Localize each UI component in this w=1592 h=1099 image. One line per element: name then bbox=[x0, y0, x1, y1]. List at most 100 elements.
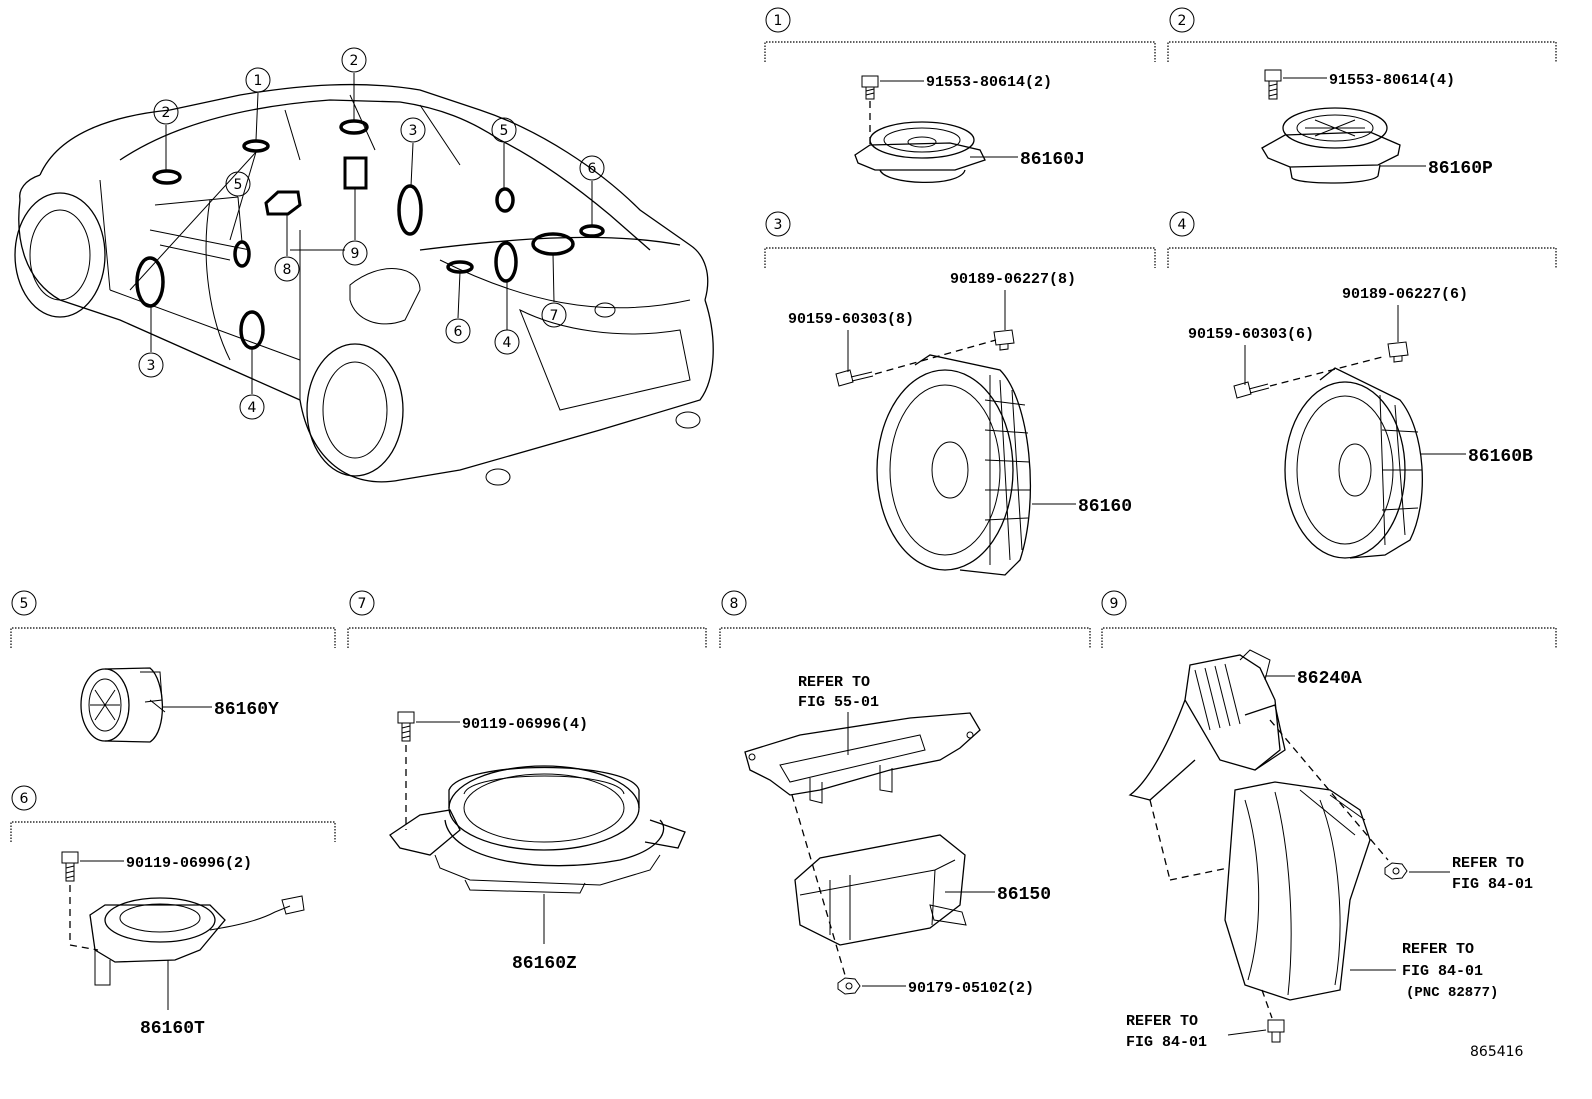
tweeter-speaker-drawing bbox=[854, 121, 986, 184]
nut-icon bbox=[1384, 862, 1408, 880]
part-label-86160T: 86160T bbox=[140, 1019, 205, 1039]
part-label-90159-60303-8: 90159-60303(8) bbox=[788, 311, 914, 328]
part-label-90119-06996-4: 90119-06996(4) bbox=[462, 716, 588, 733]
part-label-86160: 86160 bbox=[1078, 497, 1132, 517]
part-label-86160B: 86160B bbox=[1468, 447, 1533, 467]
section-9-number: 9 bbox=[1110, 596, 1119, 612]
svg-text:6: 6 bbox=[588, 161, 597, 177]
callout-5-front: 5 bbox=[225, 171, 251, 197]
section-6: 6 90119-06996(2) 86160T bbox=[10, 785, 336, 1039]
section-8: 8 REFER TO FIG 55-01 86150 90179-05102(2… bbox=[719, 590, 1091, 997]
refer-fig-84-01-a-line1: REFER TO bbox=[1452, 855, 1524, 872]
door-speaker-drawing bbox=[876, 354, 1032, 576]
amplifier-unit-drawing bbox=[794, 834, 967, 946]
subwoofer-speaker-drawing bbox=[389, 765, 686, 894]
svg-text:5: 5 bbox=[234, 177, 243, 193]
refer-fig-84-01-b-line1: REFER TO bbox=[1402, 941, 1474, 958]
subwoofer-box-mark bbox=[343, 156, 368, 190]
callout-3-front: 3 bbox=[138, 352, 164, 378]
screw-icon bbox=[1233, 381, 1270, 399]
part-label-86240A: 86240A bbox=[1297, 669, 1362, 689]
part-label-90119-06996-2: 90119-06996(2) bbox=[126, 855, 252, 872]
speaker-box-drawing bbox=[1224, 781, 1371, 1001]
diagram-id: 865416 bbox=[1470, 1044, 1524, 1060]
refer-pnc-82877: (PNC 82877) bbox=[1406, 985, 1498, 1001]
callout-5-rear: 5 bbox=[491, 117, 517, 143]
vehicle-callouts: 2 1 2 3 5 5 6 8 9 3 4 6 4 7 bbox=[138, 47, 605, 420]
vehicle-leader-lines bbox=[129, 73, 593, 394]
part-label-86160P: 86160P bbox=[1428, 159, 1493, 179]
section-2-number: 2 bbox=[1178, 13, 1187, 29]
section-9: 9 86240A REFER TO FIG 84-01 REFER T bbox=[1101, 590, 1557, 1051]
callout-8: 8 bbox=[274, 256, 300, 282]
part-label-90159-60303-6: 90159-60303(6) bbox=[1188, 326, 1314, 343]
tweeter-speaker-drawing bbox=[1261, 107, 1401, 184]
clip-nut-icon bbox=[1387, 341, 1409, 363]
svg-text:2: 2 bbox=[350, 53, 359, 69]
nut-icon bbox=[837, 977, 861, 995]
section-3: 3 90189-06227(8) 90159-60303(8) 86160 bbox=[764, 211, 1156, 576]
refer-fig-84-01-b-line2: FIG 84-01 bbox=[1402, 963, 1483, 980]
section-5: 5 86160Y bbox=[10, 590, 336, 743]
svg-text:4: 4 bbox=[503, 335, 512, 351]
part-label-91553-80614-2: 91553-80614(2) bbox=[926, 74, 1052, 91]
callout-6-rear: 6 bbox=[579, 155, 605, 181]
section-6-number: 6 bbox=[20, 791, 29, 807]
section-2: 2 91553-80614(4) 86160P bbox=[1167, 7, 1557, 184]
refer-fig-84-01-c-line2: FIG 84-01 bbox=[1126, 1034, 1207, 1051]
section-4-number: 4 bbox=[1178, 217, 1187, 233]
bolt-icon bbox=[1264, 69, 1282, 100]
svg-text:8: 8 bbox=[283, 262, 292, 278]
callout-2-front: 2 bbox=[153, 99, 179, 125]
section-8-number: 8 bbox=[730, 596, 739, 612]
amplifier-mark bbox=[264, 190, 302, 216]
refer-fig-55-01-line2: FIG 55-01 bbox=[798, 694, 879, 711]
callout-4-front: 4 bbox=[239, 394, 265, 420]
vehicle-speaker-marks bbox=[135, 119, 605, 350]
callout-2-rear: 2 bbox=[341, 47, 367, 73]
amplifier-module-drawing bbox=[1128, 649, 1286, 801]
callout-7: 7 bbox=[541, 302, 567, 328]
vehicle-overview: 2 1 2 3 5 5 6 8 9 3 4 6 4 7 bbox=[14, 47, 714, 486]
part-label-86160Z: 86160Z bbox=[512, 954, 577, 974]
section-5-number: 5 bbox=[20, 596, 29, 612]
svg-text:7: 7 bbox=[550, 308, 559, 324]
part-label-86160Y: 86160Y bbox=[214, 700, 279, 720]
part-label-86150: 86150 bbox=[997, 885, 1051, 905]
bolt-icon bbox=[1267, 1019, 1285, 1043]
car-body-outline bbox=[14, 83, 714, 486]
callout-1: 1 bbox=[245, 67, 271, 93]
amplifier-bracket-drawing bbox=[744, 712, 981, 804]
svg-text:9: 9 bbox=[351, 246, 360, 262]
bolt-icon bbox=[861, 75, 879, 100]
clip-nut-icon bbox=[993, 329, 1015, 351]
screw-icon bbox=[835, 369, 874, 387]
svg-text:1: 1 bbox=[254, 73, 263, 89]
callout-4-rear: 4 bbox=[494, 329, 520, 355]
svg-text:3: 3 bbox=[147, 358, 156, 374]
refer-fig-84-01-c-line1: REFER TO bbox=[1126, 1013, 1198, 1030]
callout-3-rear: 3 bbox=[400, 117, 426, 143]
door-speaker-drawing bbox=[1284, 367, 1423, 559]
callout-9: 9 bbox=[342, 240, 368, 266]
refer-fig-84-01-a-line2: FIG 84-01 bbox=[1452, 876, 1533, 893]
part-label-86160J: 86160J bbox=[1020, 150, 1085, 170]
small-speaker-drawing bbox=[80, 667, 166, 743]
svg-text:4: 4 bbox=[248, 400, 257, 416]
section-4: 4 90189-06227(6) 90159-60303(6) 86160B bbox=[1167, 211, 1557, 559]
part-label-90189-06227-6: 90189-06227(6) bbox=[1342, 286, 1468, 303]
bracket-speaker-drawing bbox=[89, 895, 305, 986]
callout-6-front: 6 bbox=[445, 318, 471, 344]
part-label-90189-06227-8: 90189-06227(8) bbox=[950, 271, 1076, 288]
section-1: 1 91553-80614(2) 86160J bbox=[764, 7, 1156, 184]
part-label-90179-05102-2: 90179-05102(2) bbox=[908, 980, 1034, 997]
refer-fig-55-01-line1: REFER TO bbox=[798, 674, 870, 691]
bolt-icon bbox=[61, 851, 79, 882]
svg-text:5: 5 bbox=[500, 123, 509, 139]
section-1-number: 1 bbox=[774, 13, 783, 29]
svg-text:2: 2 bbox=[162, 105, 171, 121]
part-label-91553-80614-4: 91553-80614(4) bbox=[1329, 72, 1455, 89]
section-7: 7 90119-06996(4) 86160Z bbox=[347, 590, 707, 974]
svg-text:3: 3 bbox=[409, 123, 418, 139]
